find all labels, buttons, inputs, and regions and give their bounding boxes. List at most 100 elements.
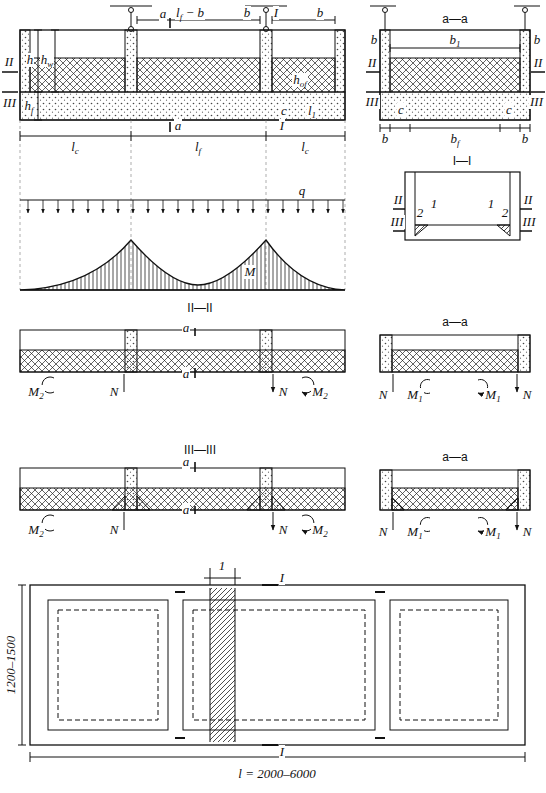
- drawing-stroke: [328, 200, 329, 213]
- dimension-label: M2: [311, 523, 328, 537]
- drawing-stroke: [238, 200, 239, 213]
- dimension-label: b: [521, 132, 530, 146]
- drawing-stroke: [18, 585, 26, 745]
- dimension-label: II: [523, 193, 534, 207]
- dimension-label: N: [522, 388, 533, 402]
- drawing-stroke: [210, 588, 235, 742]
- drawing-stroke: [28, 200, 29, 213]
- dimension-label: N: [378, 388, 389, 402]
- drawing-stroke: [415, 225, 510, 236]
- drawing-stroke: [400, 610, 498, 720]
- drawing-stroke: [420, 518, 487, 532]
- drawing-stroke: [208, 200, 209, 213]
- dimension-label: a: [174, 119, 183, 133]
- dimension-label: 1: [218, 559, 227, 573]
- drawing-stroke: [272, 58, 335, 92]
- dimension-label: bf: [449, 132, 460, 146]
- drawing-stroke: [20, 200, 345, 201]
- drawing-stroke: [163, 200, 164, 213]
- drawing-stroke: [298, 200, 299, 213]
- dimension-label: b: [381, 132, 390, 146]
- drawing-stroke: [43, 200, 44, 213]
- drawing-stroke: [380, 30, 530, 120]
- dimension-label: M2: [27, 523, 44, 537]
- dimension-label: III: [390, 215, 405, 229]
- drawing-stroke: [343, 200, 344, 213]
- drawing-stroke: [260, 30, 272, 92]
- dimension-label: M: [244, 265, 257, 279]
- dimension-label: I: [279, 119, 285, 133]
- drawing-stroke: [392, 488, 518, 510]
- drawing-stroke: [390, 600, 508, 730]
- dimension-label: M1: [484, 525, 501, 539]
- drawing-stroke: [260, 330, 272, 372]
- drawing-stroke: [523, 8, 528, 13]
- drawing-stroke: [30, 585, 525, 745]
- dimension-label: N: [109, 385, 120, 399]
- dimension-label: 2: [501, 206, 510, 220]
- dimension-label: M2: [311, 385, 328, 399]
- drawing-stroke: [415, 172, 510, 225]
- dimension-label: N: [278, 385, 289, 399]
- dimension-label: b: [243, 6, 252, 20]
- dimension-label: a: [182, 455, 191, 469]
- section-title: a—a: [441, 12, 468, 26]
- dimension-label: III: [365, 95, 380, 109]
- drawing-stroke: [260, 468, 272, 510]
- dimension-label: b: [533, 33, 542, 47]
- dimension-label: lf − b: [175, 6, 205, 20]
- dimension-label: h: [26, 53, 35, 67]
- drawing-stroke: [88, 200, 89, 213]
- drawing-stroke: [183, 600, 375, 730]
- dimension-label: c: [280, 104, 288, 118]
- dimension-label: a: [182, 321, 191, 335]
- dimension-label: 1: [487, 197, 496, 211]
- dimension-label: l1: [307, 104, 317, 118]
- section-title: a—a: [441, 450, 468, 464]
- drawing-stroke: [390, 58, 520, 92]
- dimension-label: hf: [23, 99, 34, 113]
- dimension-label: lc: [70, 140, 80, 154]
- drawing-stroke: [20, 330, 345, 372]
- dimension-label: 1200–1500: [4, 635, 18, 696]
- drawing-stroke: [125, 468, 137, 510]
- dimension-label: I: [279, 571, 285, 585]
- dimension-label: l = 2000–6000: [237, 767, 316, 781]
- dimension-label: N: [109, 523, 120, 537]
- drawing-stroke: [380, 124, 530, 132]
- drawing-stroke: [73, 200, 74, 213]
- drawing-stroke: [380, 30, 390, 92]
- drawing-stroke: [392, 498, 518, 510]
- dimension-label: M1: [406, 388, 423, 402]
- drawing-stroke: [30, 752, 525, 762]
- drawing-stroke: [42, 515, 314, 531]
- dimension-label: hof: [292, 73, 308, 87]
- drawing-stroke: [380, 92, 530, 120]
- dimension-label: N: [278, 523, 289, 537]
- drawing-stroke: [193, 200, 194, 213]
- dimension-label: b: [370, 33, 379, 47]
- drawing-stroke: [420, 380, 487, 394]
- dimension-label: II: [533, 56, 544, 70]
- drawing-stroke: [125, 330, 137, 372]
- dimension-label: 2: [416, 206, 425, 220]
- drawing-stroke: [137, 58, 260, 92]
- drawing-stroke: [103, 200, 104, 213]
- section-title: a—a: [441, 315, 468, 329]
- drawing-stroke: [194, 328, 196, 378]
- drawing-stroke: [112, 496, 285, 510]
- dimension-label: III: [522, 215, 537, 229]
- drawing-stroke: [42, 377, 314, 393]
- dimension-label: a: [159, 7, 168, 21]
- dimension-label: c: [505, 103, 513, 117]
- dimension-label: c: [397, 103, 405, 117]
- drawing-stroke: [20, 290, 345, 291]
- drawing-stroke: [20, 92, 345, 120]
- drawing-stroke: [20, 30, 345, 120]
- drawing-stroke: [393, 209, 532, 231]
- dimension-label: I: [279, 745, 285, 759]
- dimension-label: a: [182, 503, 191, 517]
